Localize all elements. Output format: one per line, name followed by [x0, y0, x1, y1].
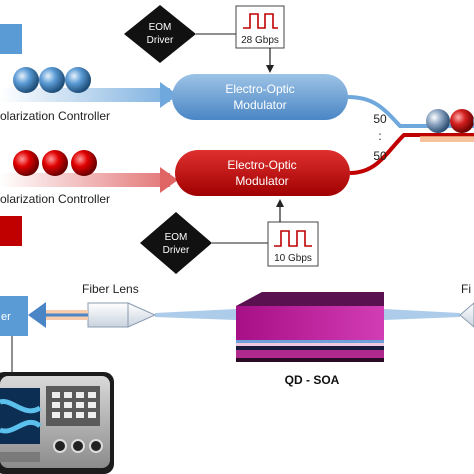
top-signal-arrowhead	[266, 65, 274, 73]
receiver-beam-arrowhead	[28, 302, 46, 328]
fiber-left	[155, 309, 236, 320]
blue-source-block	[0, 24, 22, 54]
red-beam	[0, 173, 170, 187]
bottom-eom-driver-label-line2: Driver	[163, 245, 190, 256]
blue-beam-arrowhead	[160, 82, 178, 108]
combined-output-balls	[426, 109, 474, 133]
receiver-label: er	[1, 311, 11, 323]
top-eom-driver-label-line2: Driver	[147, 35, 174, 46]
receiver-block	[0, 296, 28, 336]
blue-electro-optic-modulator	[172, 74, 348, 120]
qd-soa-label: QD - SOA	[285, 373, 340, 387]
blue-modulator-label-line1: Electro-Optic	[225, 82, 294, 96]
oscilloscope	[0, 372, 114, 474]
coupler-ratio-separator: :	[378, 129, 381, 143]
fiber-lens-right	[459, 302, 474, 328]
coupler-red-arm	[349, 133, 474, 175]
blue-polarization-controller-label: olarization Controller	[0, 109, 110, 123]
fiber-lens-left	[87, 302, 157, 328]
red-beam-arrowhead	[160, 167, 178, 193]
red-modulator-label-line2: Modulator	[235, 174, 288, 188]
bottom-signal-box	[267, 221, 319, 267]
top-signal-box	[235, 5, 285, 49]
blue-polarization-balls	[13, 67, 91, 93]
coupler-ratio-top: 50	[373, 112, 387, 126]
bottom-square-wave-icon	[274, 230, 312, 247]
fiber-right	[384, 309, 460, 320]
red-polarization-controller-label: olarization Controller	[0, 192, 110, 206]
bottom-eom-driver	[140, 212, 212, 274]
top-square-wave-icon	[243, 13, 278, 29]
fiber-lens-right-label: Fi	[461, 282, 471, 296]
bottom-signal-rate: 10 Gbps	[274, 253, 312, 264]
red-electro-optic-modulator	[175, 150, 350, 196]
red-polarization-balls	[13, 150, 97, 176]
red-source-block	[0, 216, 22, 246]
oscilloscope-screen	[0, 388, 40, 444]
combined-output-beam	[420, 136, 474, 142]
blue-modulator-label-line2: Modulator	[233, 98, 286, 112]
coupler-blue-arm	[347, 95, 474, 128]
coupler-ratio-bottom: 50	[373, 149, 387, 163]
red-modulator-label-line1: Electro-Optic	[227, 158, 296, 172]
top-eom-driver	[124, 5, 196, 63]
top-eom-driver-label-line1: EOM	[149, 22, 172, 33]
eye-diagram-trace	[0, 399, 42, 434]
bottom-eom-driver-label-line1: EOM	[165, 232, 188, 243]
top-signal-rate: 28 Gbps	[241, 35, 279, 46]
blue-beam	[0, 88, 170, 102]
fiber-lens-label: Fiber Lens	[82, 282, 139, 296]
qd-soa-chip	[236, 292, 384, 362]
bottom-signal-arrowhead	[276, 199, 284, 207]
